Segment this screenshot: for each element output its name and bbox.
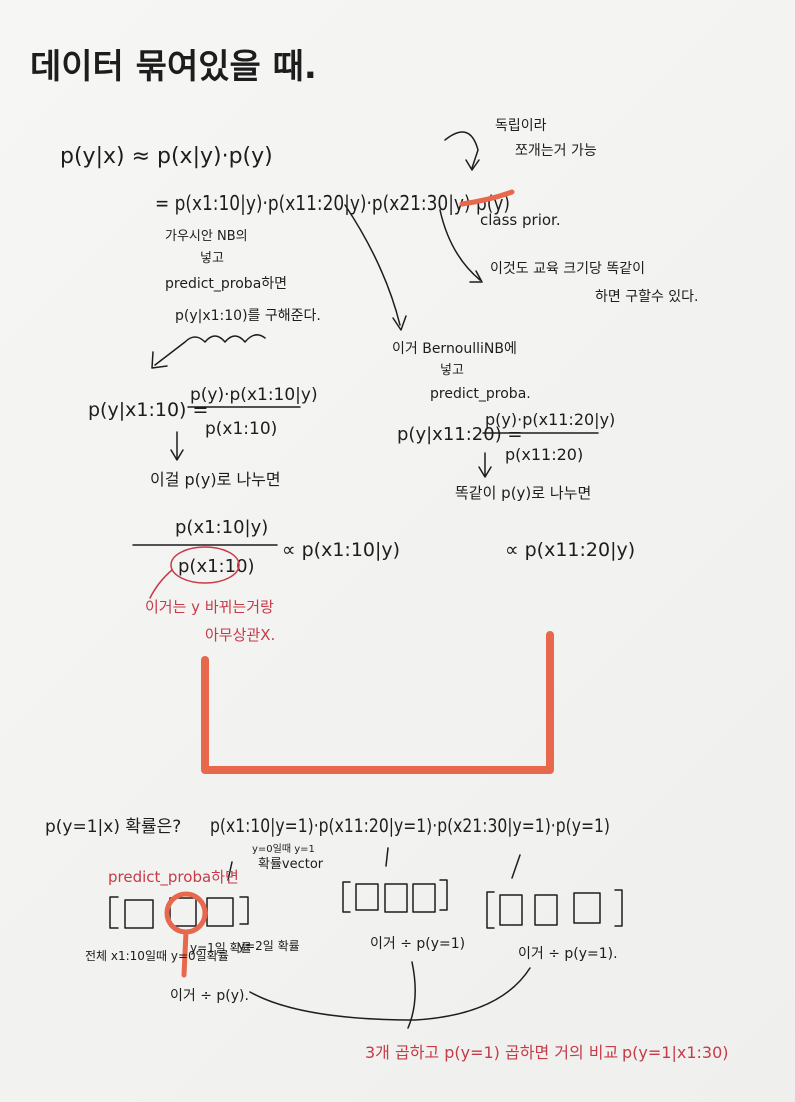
red-pointer	[149, 569, 173, 599]
small-note-y: y=0일때 y=1	[252, 843, 315, 855]
array1-note-y0: 전체 x1:10일때 y=0일확률	[85, 949, 229, 963]
connector-down	[407, 961, 416, 1029]
right-note-divide: 똑같이 p(y)로 나누면	[455, 484, 591, 502]
squiggle-arrow-left	[154, 334, 266, 366]
note-independent: 독립이라	[495, 118, 547, 134]
right-note-predict: predict_proba.	[430, 386, 531, 402]
equation-line-2: = p(x1:10|y)·p(x11:20|y)·p(x21:30|y)·p(y…	[155, 191, 510, 215]
array2-divide: 이거 ÷ p(y=1)	[370, 936, 465, 952]
left-note-divide: 이걸 p(y)로 나누면	[150, 470, 281, 489]
orange-bracket	[201, 631, 554, 774]
left-note-result: p(y|x1:10)를 구해준다.	[175, 308, 321, 324]
prob-array-3	[486, 889, 623, 929]
red-predict-note: predict_proba하면	[108, 868, 239, 887]
right-note-bernoulli: 이거 BernoulliNB에	[392, 341, 517, 357]
orange-circle-tail	[181, 929, 189, 978]
arrow-prior-note	[439, 209, 481, 281]
right-propto: ∝ p(x11:20|y)	[505, 539, 635, 561]
class-prior-label: class prior.	[480, 211, 561, 229]
right-eq-lhs: p(y|x11:20) =	[397, 424, 523, 445]
page-title: 데이터 묶여있을 때.	[30, 47, 317, 87]
tick-array-2	[385, 847, 389, 867]
arrow-head	[469, 270, 483, 283]
left-propto: ∝ p(x1:10|y)	[282, 539, 400, 561]
left-note-put: 넣고	[200, 251, 224, 266]
tick-array-3	[511, 854, 521, 879]
prior-note-2: 하면 구할수 있다.	[595, 289, 699, 305]
equation-line-1: p(y|x) ≈ p(x|y)·p(y)	[60, 144, 273, 169]
prob-array-1	[109, 896, 249, 929]
arrow-head	[170, 449, 184, 461]
left-eq-lhs: p(y|x1:10) =	[88, 399, 208, 421]
red-circle-denominator	[170, 546, 240, 584]
red-bottom-note: 3개 곱하고 p(y=1) 곱하면 거의 비교	[365, 1043, 618, 1062]
array3-divide: 이거 ÷ p(y=1).	[518, 946, 618, 962]
array1-note-y2: y=2일 확률	[238, 939, 300, 953]
vector-note: 확률vector	[258, 857, 324, 872]
arrow-head	[478, 466, 492, 478]
right-eq-denominator: p(x11:20)	[505, 445, 583, 464]
small-tick	[227, 861, 233, 881]
array1-divide: 이거 ÷ p(y).	[170, 988, 249, 1004]
red-note-1: 이거는 y 바뀌는거랑	[145, 598, 274, 616]
left-note-predict: predict_proba하면	[165, 276, 287, 292]
bottom-product: p(x1:10|y=1)·p(x11:20|y=1)·p(x21:30|y=1)…	[210, 815, 610, 837]
note-split-possible: 쪼개는거 가능	[515, 143, 597, 159]
bottom-question: p(y=1|x) 확률은?	[45, 817, 181, 837]
arrow-to-bernoulli	[344, 204, 401, 326]
prior-underline	[459, 189, 515, 207]
left-note-gaussian: 가우시안 NB의	[165, 229, 248, 244]
array1-note-y1: y=1일 확률	[190, 941, 252, 955]
right-note-put: 넣고	[440, 363, 464, 378]
left-eq-denominator: p(x1:10)	[205, 419, 277, 439]
red-note-2: 아무상관X.	[205, 626, 275, 644]
right-eq-numerator: p(y)·p(x11:20|y)	[485, 410, 615, 429]
prior-note-1: 이것도 교육 크기당 똑같이	[490, 261, 645, 277]
connector-line	[249, 967, 531, 1021]
arrow-head	[151, 351, 168, 369]
bottom-result: p(y=1|x1:30)	[622, 1043, 728, 1062]
left-frac-denominator: p(x1:10)	[178, 556, 255, 577]
prob-array-2	[342, 879, 448, 913]
curved-arrow-prior	[444, 131, 479, 169]
arrow-head	[465, 159, 480, 171]
arrow-head	[392, 315, 407, 331]
left-eq-numerator: p(y)·p(x1:10|y)	[190, 385, 318, 405]
left-frac-numerator: p(x1:10|y)	[175, 517, 268, 538]
